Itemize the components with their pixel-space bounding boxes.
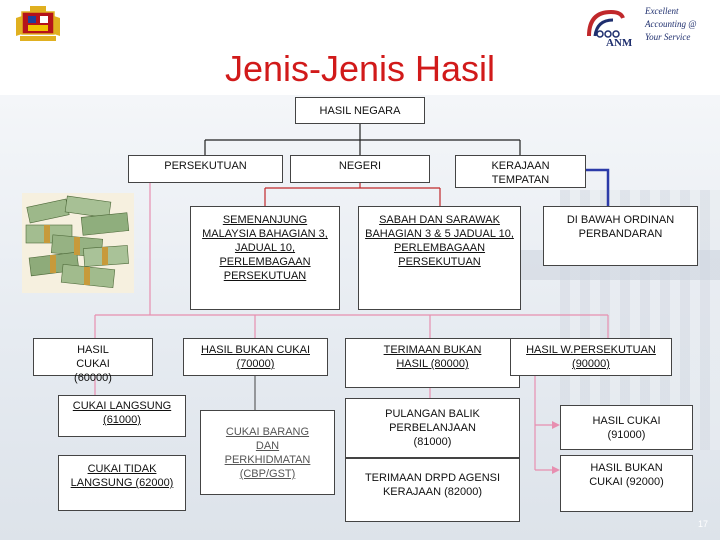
arrowhead — [552, 421, 560, 429]
node-di-bawah-ordinan: DI BAWAH ORDINAN PERBANDARAN — [543, 206, 698, 266]
page-title: Jenis-Jenis Hasil — [224, 48, 496, 89]
node-kerajaan-tempatan: KERAJAAN TEMPATAN — [455, 155, 586, 188]
tagline-line: Your Service — [645, 32, 691, 42]
tagline-line: Accounting @ — [645, 19, 697, 29]
node-hasil-bukan-cukai-92000: HASIL BUKAN CUKAI (92000) — [560, 455, 693, 512]
anm-logo — [587, 9, 625, 38]
node-cukai-tidak-langsung: CUKAI TIDAK LANGSUNG (62000) — [58, 455, 186, 511]
page-number: 17 — [698, 519, 709, 529]
arrowhead — [552, 466, 560, 474]
node-terimaan-bukan-hasil: TERIMAAN BUKAN HASIL (80000) — [345, 338, 520, 388]
node-hasil-cukai-91000: HASIL CUKAI (91000) — [560, 405, 693, 450]
node-pulangan-balik: PULANGAN BALIK PERBELANJAAN (81000) — [345, 398, 520, 458]
node-hasil-cukai: HASIL CUKAI (60000) — [33, 338, 153, 384]
node-hasil-w-persekutuan: HASIL W.PERSEKUTUAN (90000) — [510, 338, 672, 376]
malaysia-coat-of-arms-logo — [16, 6, 60, 41]
tagline: Excellent Accounting @ Your Service — [645, 5, 717, 44]
node-negeri: NEGERI — [290, 155, 430, 183]
node-cukai-barang-perkhidmatan: CUKAI BARANG DAN PERKHIDMATAN (CBP/GST) — [200, 410, 335, 495]
node-cukai-langsung: CUKAI LANGSUNG (61000) — [58, 395, 186, 437]
node-hasil-bukan-cukai: HASIL BUKAN CUKAI (70000) — [183, 338, 328, 376]
connector-kerajaan-blue — [586, 168, 610, 206]
tagline-line: Excellent — [645, 6, 679, 16]
node-terimaan-drpd-agensi: TERIMAAN DRPD AGENSI KERAJAAN (82000) — [345, 458, 520, 522]
money-stack-image — [22, 193, 134, 293]
node-hasil-negara: HASIL NEGARA — [295, 97, 425, 124]
anm-brand-text: ANM — [606, 37, 633, 49]
node-semenanjung: SEMENANJUNG MALAYSIA BAHAGIAN 3, JADUAL … — [190, 206, 340, 310]
node-sabah-sarawak: SABAH DAN SARAWAK BAHAGIAN 3 & 5 JADUAL … — [358, 206, 521, 310]
node-persekutuan: PERSEKUTUAN — [128, 155, 283, 183]
